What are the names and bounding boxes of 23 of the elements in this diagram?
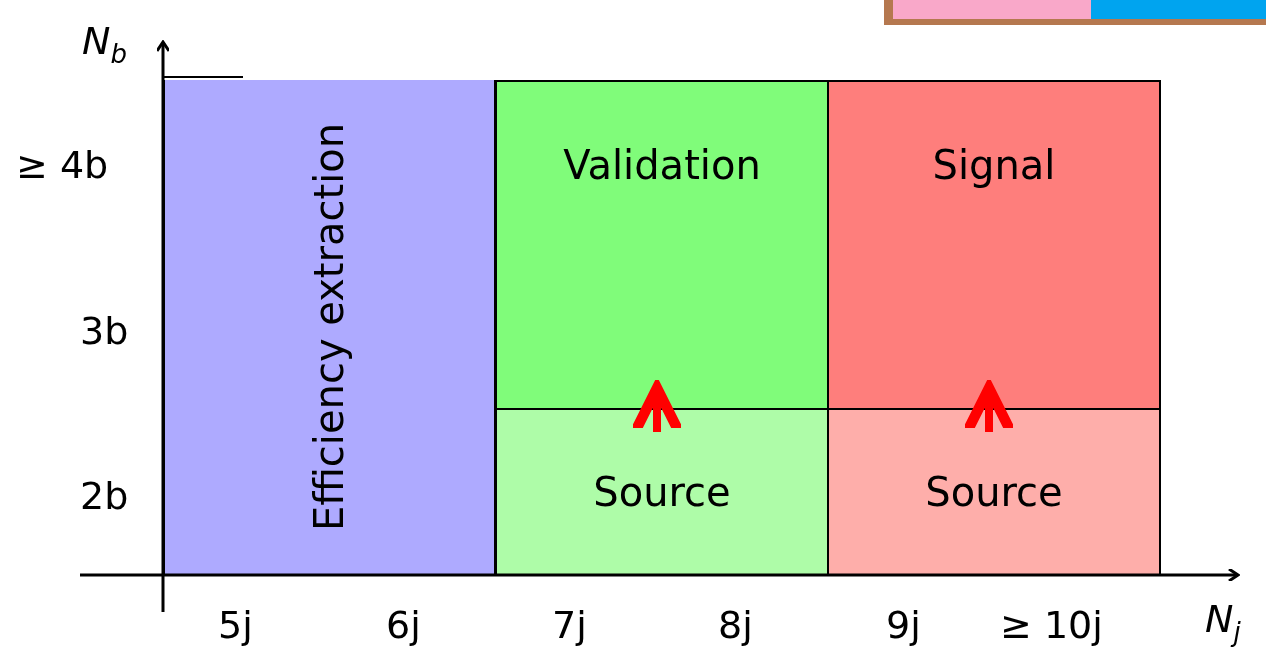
region-box — [495, 408, 829, 576]
tick-label: ≥ 10j — [1000, 606, 1103, 644]
tick-label: 9j — [886, 606, 921, 644]
region-label: Validation — [563, 142, 761, 188]
region-box — [827, 408, 1161, 576]
axis-label: N$_{j}$ — [1205, 600, 1241, 645]
region-label: Signal — [932, 142, 1056, 188]
tick-label: 2b — [80, 477, 129, 515]
tick-label: ≥ 4b — [16, 146, 109, 184]
region-label: Source — [925, 469, 1063, 515]
region-label: Efficiency extraction — [306, 122, 353, 532]
tick-label: 3b — [80, 312, 129, 350]
arrow — [631, 382, 683, 434]
tick-label: 8j — [718, 606, 753, 644]
tick-label: 6j — [386, 606, 421, 644]
tick-label: 7j — [552, 606, 587, 644]
region-label: Source — [593, 469, 731, 515]
region-box — [827, 80, 1161, 410]
tick-label: 5j — [218, 606, 253, 644]
region-box — [163, 80, 496, 576]
region-box — [495, 80, 829, 410]
axis-label: N$_{b}$ — [82, 22, 127, 67]
arrow — [963, 382, 1015, 434]
